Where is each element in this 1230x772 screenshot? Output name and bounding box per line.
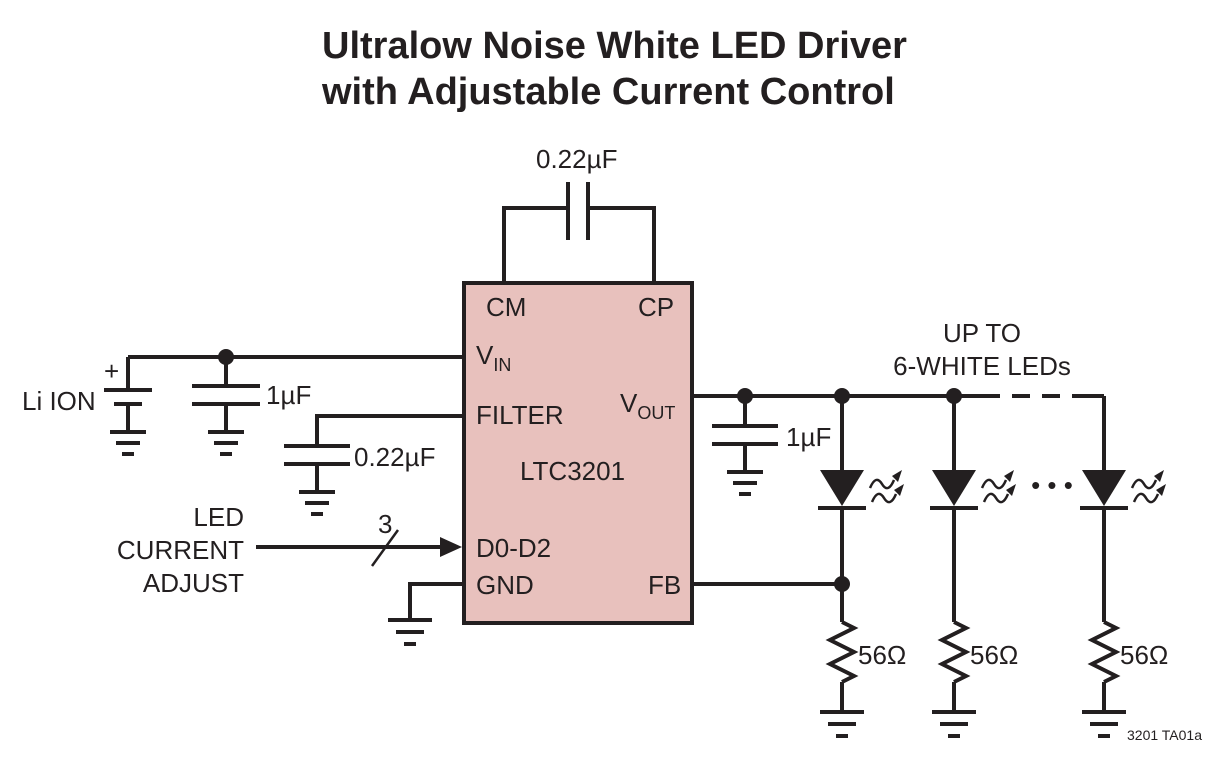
pin-vin-label: VIN	[476, 340, 511, 375]
output-capacitor	[712, 396, 778, 496]
diagram-title-line1: Ultralow Noise White LED Driver	[322, 25, 907, 67]
pin-cp-label: CP	[638, 292, 674, 322]
resistor-2-value: 56Ω	[970, 640, 1018, 670]
figure-reference: 3201 TA01a	[1127, 727, 1202, 743]
filter-cap-value: 0.22µF	[354, 442, 435, 472]
battery-symbol	[104, 357, 152, 456]
led-string-2	[930, 396, 1016, 738]
light-emission-icon	[980, 470, 1016, 504]
battery-plus-label: +	[104, 356, 119, 386]
led-header-line1: UP TO	[943, 318, 1021, 348]
ic-body	[462, 281, 694, 625]
current-adjust-label-line1: LED	[193, 502, 244, 532]
fb-line	[692, 576, 850, 592]
pin-cm-label: CM	[486, 292, 526, 322]
bus-width-label: 3	[378, 509, 392, 539]
vout-rail	[692, 388, 1104, 404]
resistor-1-value: 56Ω	[858, 640, 906, 670]
pin-filter-label: FILTER	[476, 400, 564, 430]
current-adjust-label-line2: CURRENT	[117, 535, 244, 565]
ic-part-number: LTC3201	[520, 456, 625, 486]
light-emission-icon	[868, 470, 904, 504]
current-adjust-label-line3: ADJUST	[143, 568, 244, 598]
filter-capacitor	[284, 414, 464, 516]
light-emission-icon	[1130, 470, 1166, 504]
battery-label: Li ION	[22, 386, 96, 416]
more-leds-ellipsis: • • •	[1031, 470, 1073, 500]
input-cap-value: 1µF	[266, 380, 311, 410]
led-header-line2: 6-WHITE LEDs	[893, 351, 1071, 381]
input-capacitor	[192, 357, 260, 456]
flying-capacitor	[502, 182, 656, 283]
diagram-title-line2: with Adjustable Current Control	[321, 71, 895, 113]
led-string-3	[1080, 396, 1166, 738]
vin-rail	[128, 349, 464, 365]
output-cap-value: 1µF	[786, 422, 831, 452]
led-string-1	[818, 396, 904, 738]
pin-gnd-label: GND	[476, 570, 534, 600]
current-adjust-bus	[256, 529, 462, 567]
pin-d0d2-label: D0-D2	[476, 533, 551, 563]
pin-vout-label: VOUT	[620, 388, 675, 423]
pin-fb-label: FB	[648, 570, 681, 600]
ic-ground	[388, 582, 464, 646]
flying-cap-value: 0.22µF	[536, 144, 617, 174]
resistor-3-value: 56Ω	[1120, 640, 1168, 670]
